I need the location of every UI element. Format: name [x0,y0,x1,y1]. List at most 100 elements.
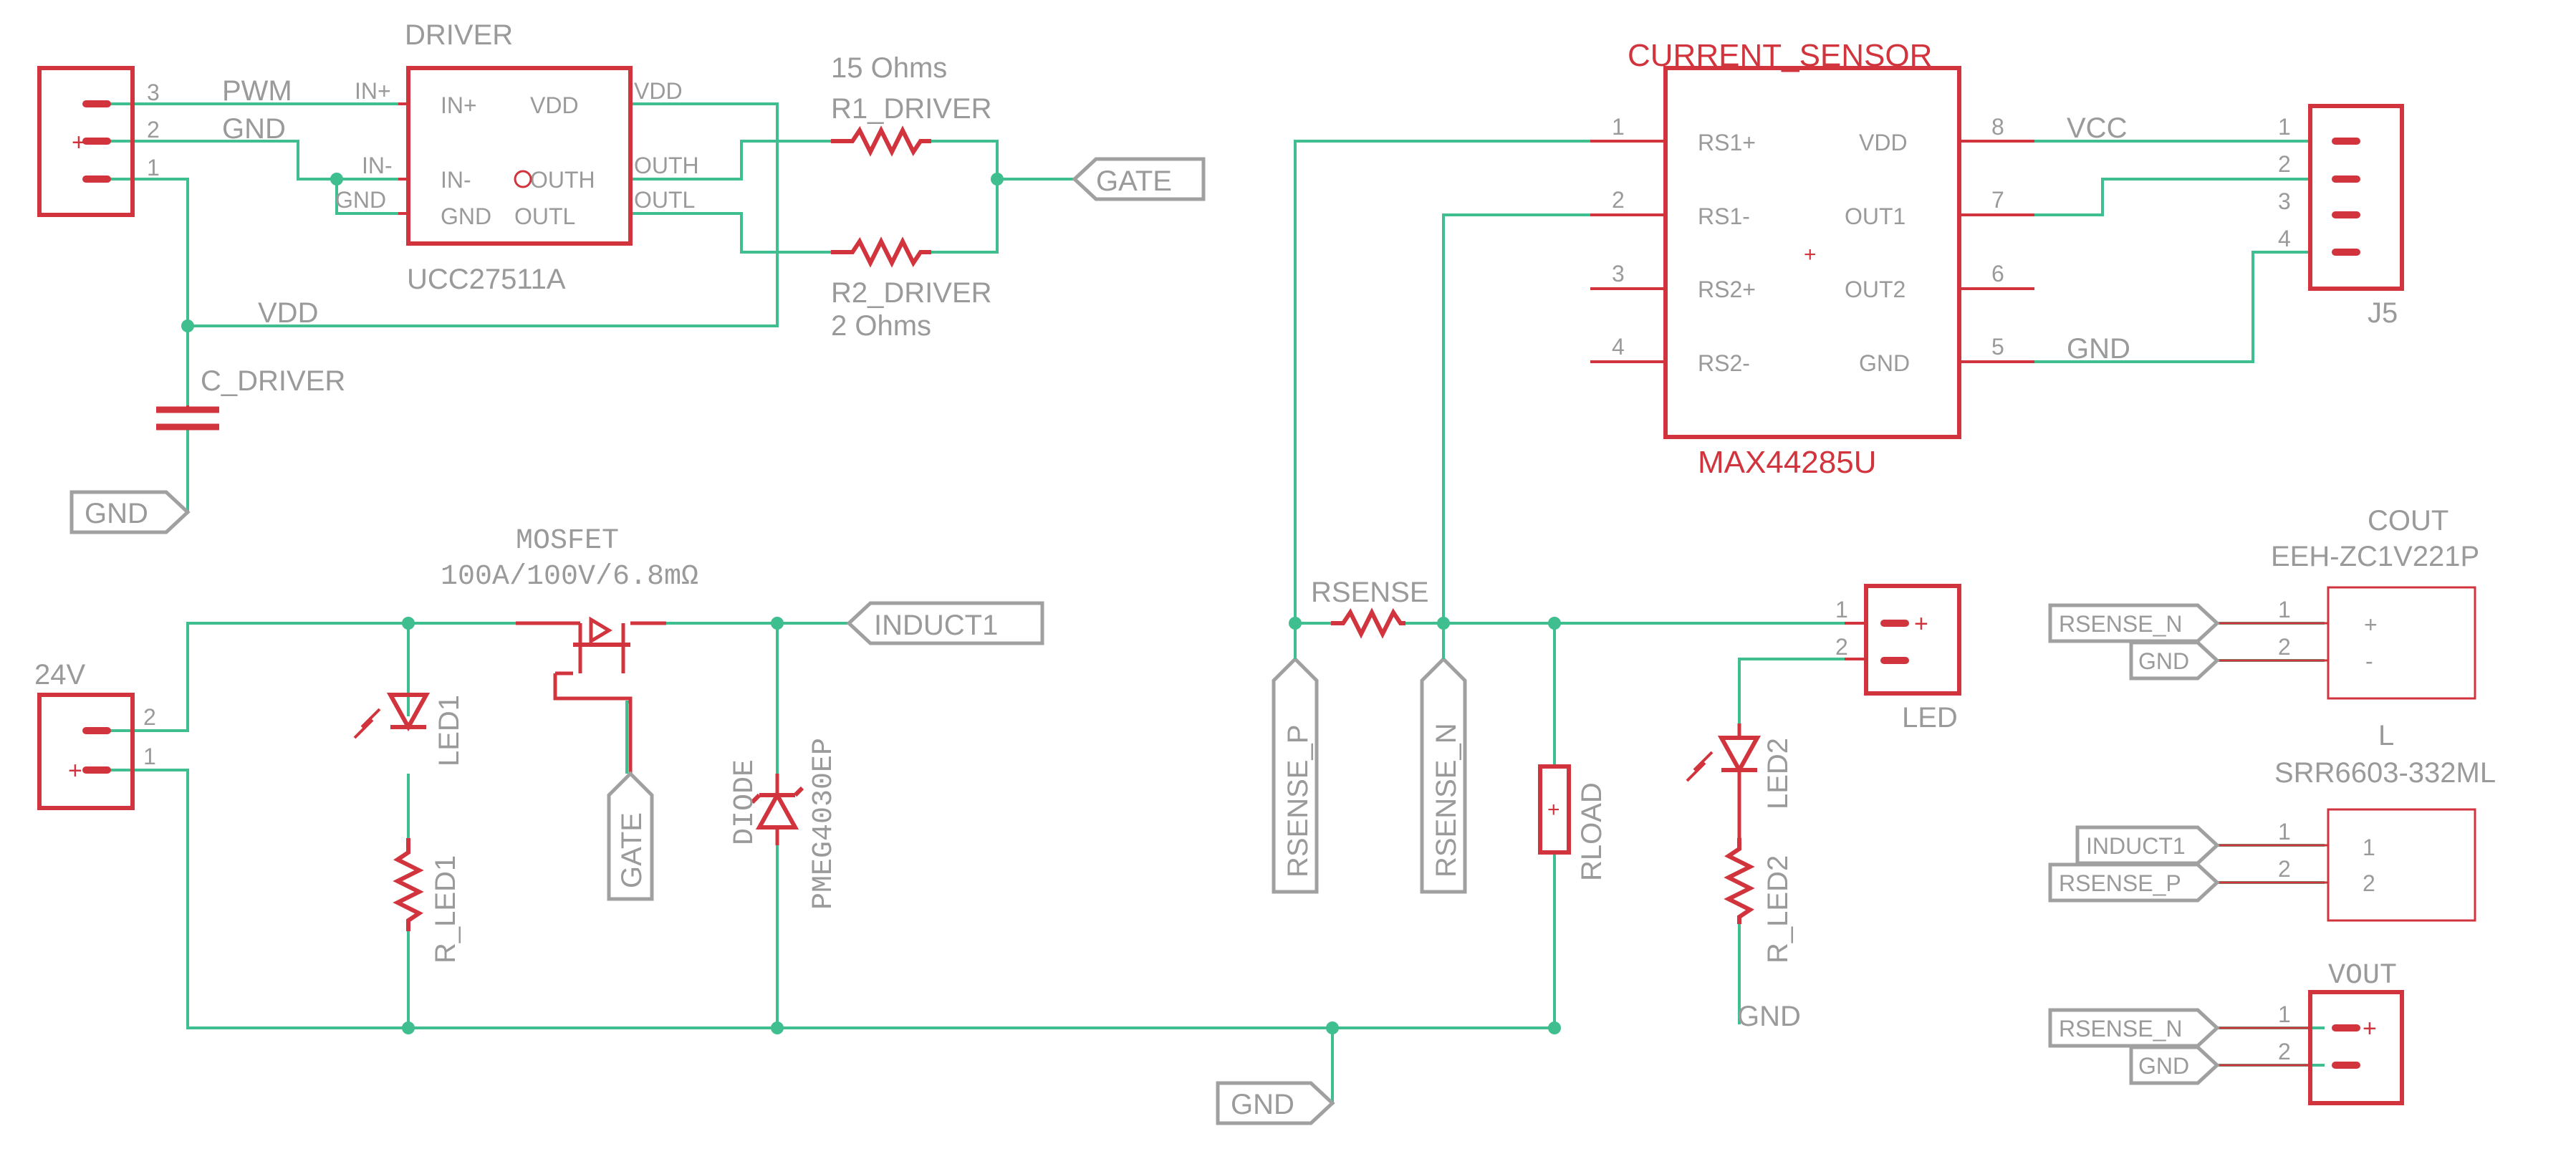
r2-name: R2_DRIVER [831,277,992,309]
r2-value: 2 Ohms [831,310,931,342]
gnd-tag-bottom[interactable]: GND [1216,1081,1335,1125]
vout-plus-icon: + [2363,1015,2377,1042]
vout-tag-rsense-n-label: RSENSE_N [2059,1016,2183,1042]
r1-driver[interactable]: 15 Ohms R1_DRIVER [831,52,992,157]
c-driver-label: C_DRIVER [201,365,345,397]
r2-driver[interactable]: R2_DRIVER 2 Ohms [831,236,992,342]
cout-tag-gnd[interactable]: GND [2129,640,2220,681]
j5-pin-4: 4 [2278,226,2291,251]
rload-plus-icon: + [1547,798,1560,822]
cout-minus: - [2365,648,2373,674]
r-led2-label: R_LED2 [1762,855,1794,963]
cout-plus: + [2364,612,2378,638]
rsense-p-tag[interactable]: RSENSE_P [1272,656,1319,894]
current-sensor[interactable]: CURRENT_SENSOR MAX44285U 1 2 3 4 RS1+ RS… [1590,38,2034,480]
r-led2[interactable]: R_LED2 [1724,838,1794,963]
mosfet[interactable]: MOSFET 100A/100V/6.8mΩ [441,525,698,774]
j5-header[interactable]: 1 2 3 4 J5 [2278,104,2404,329]
pwm-pin-1: 1 [147,155,160,181]
current-sensor-part: MAX44285U [1698,445,1876,480]
ext-in-minus: IN- [362,153,393,178]
pwm-header[interactable]: + 3 2 1 PWM GND [37,66,292,217]
inductor-l[interactable]: L SRR6603-332ML 1 2 1 2 [2217,720,2496,922]
rsense-n-tag[interactable]: RSENSE_N [1420,656,1467,894]
inductor-tag-rsense-p[interactable]: RSENSE_P [2048,862,2220,903]
pwm-pin-2: 2 [147,117,160,143]
inductor-tag-induct1-label: INDUCT1 [2086,833,2186,859]
cout-tag-rsense-n-label: RSENSE_N [2059,611,2183,637]
rload-label: RLOAD [1576,782,1607,881]
cs-pin-6: 6 [1991,261,2004,287]
induct1-tag-label: INDUCT1 [874,610,998,641]
inductor-inner-2: 2 [2363,870,2375,896]
gate-tag-bottom[interactable]: GATE [607,771,654,901]
cs-pin-4: 4 [1612,334,1625,360]
cout-tag-rsense-n[interactable]: RSENSE_N [2048,603,2220,643]
driver-pin-in-minus: IN- [441,167,471,193]
header-24v[interactable]: + 24V 2 1 [34,659,156,810]
header-24v-pin-1: 1 [143,744,156,769]
inductor-tag-induct1[interactable]: INDUCT1 [2075,825,2220,865]
vcc-net-label: VCC [2067,112,2127,144]
ext-vdd: VDD [634,78,683,104]
cs-label-out2: OUT2 [1845,277,1905,302]
j5-pin-3: 3 [2278,188,2291,214]
vout-header[interactable]: + VOUT 1 2 [2217,960,2404,1105]
header-24v-pin-2: 2 [143,704,156,730]
cs-pin-1: 1 [1612,114,1625,140]
cs-pin-3: 3 [1612,261,1625,287]
led2-label: LED2 [1762,738,1794,809]
gate-tag-bottom-label: GATE [616,812,648,888]
led1[interactable]: LED1 [353,693,465,766]
led-header[interactable]: + 1 2 LED [1835,584,1961,734]
diode-name: DIODE [729,759,761,845]
net-pwm: PWM [222,75,292,107]
cout[interactable]: COUT EEH-ZC1V221P 1 2 + - [2217,505,2479,700]
vout-tag-gnd[interactable]: GND [2129,1045,2220,1085]
led2[interactable]: LED2 [1686,723,1794,838]
cs-pin-7: 7 [1991,187,2004,213]
c-driver[interactable]: C_DRIVER [156,365,345,431]
induct1-tag[interactable]: INDUCT1 [846,601,1044,645]
gate-tag-top-label: GATE [1096,165,1172,197]
vdd-net-label: VDD [258,297,318,329]
vout-name: VOUT [2328,960,2397,992]
r-led1-label: R_LED1 [430,855,461,963]
rsense[interactable]: RSENSE [1311,577,1429,639]
vout-tag-gnd-label: GND [2138,1053,2189,1079]
inductor-pin-1: 1 [2278,819,2291,845]
cs-pin-8: 8 [1991,114,2004,140]
plus-icon-24v: + [68,757,82,784]
vout-pin-1: 1 [2278,1001,2291,1027]
diode[interactable]: DIODE PMEG4030EP [729,738,840,910]
ext-in-plus: IN+ [355,78,391,104]
mosfet-name: MOSFET [516,525,619,557]
gnd-tag-left[interactable]: GND [69,490,191,534]
r1-value: 15 Ohms [831,52,947,84]
ext-outh: OUTH [634,153,699,178]
driver-pin-outh: OUTH [530,167,595,193]
rload[interactable]: + RLOAD [1538,764,1607,881]
driver-ic[interactable]: DRIVER UCC27511A IN+ IN- VDD OUTH GND OU… [335,19,699,295]
j5-pin-1: 1 [2278,114,2291,140]
j5-pin-2: 2 [2278,151,2291,177]
driver-pin-outl: OUTL [514,203,575,229]
cout-pin-1: 1 [2278,597,2291,622]
cs-label-vdd: VDD [1859,130,1908,155]
led-header-plus-icon: + [1914,610,1928,638]
cout-part: EEH-ZC1V221P [2271,541,2479,572]
cs-label-out1: OUT1 [1845,203,1905,229]
vout-tag-rsense-n[interactable]: RSENSE_N [2048,1008,2220,1048]
pwm-pin-3: 3 [147,80,160,105]
j5-name: J5 [2368,297,2398,329]
header-24v-name: 24V [34,659,85,691]
ext-outl: OUTL [634,187,695,213]
r-led1[interactable]: R_LED1 [393,838,461,963]
gate-tag-top[interactable]: GATE [1072,157,1206,201]
driver-pin-gnd: GND [441,203,491,229]
inductor-part: SRR6603-332ML [2274,757,2496,789]
inductor-pin-2: 2 [2278,856,2291,882]
plus-icon: + [72,129,86,156]
driver-pin-in-plus: IN+ [441,92,477,118]
rsense-label: RSENSE [1311,577,1429,608]
